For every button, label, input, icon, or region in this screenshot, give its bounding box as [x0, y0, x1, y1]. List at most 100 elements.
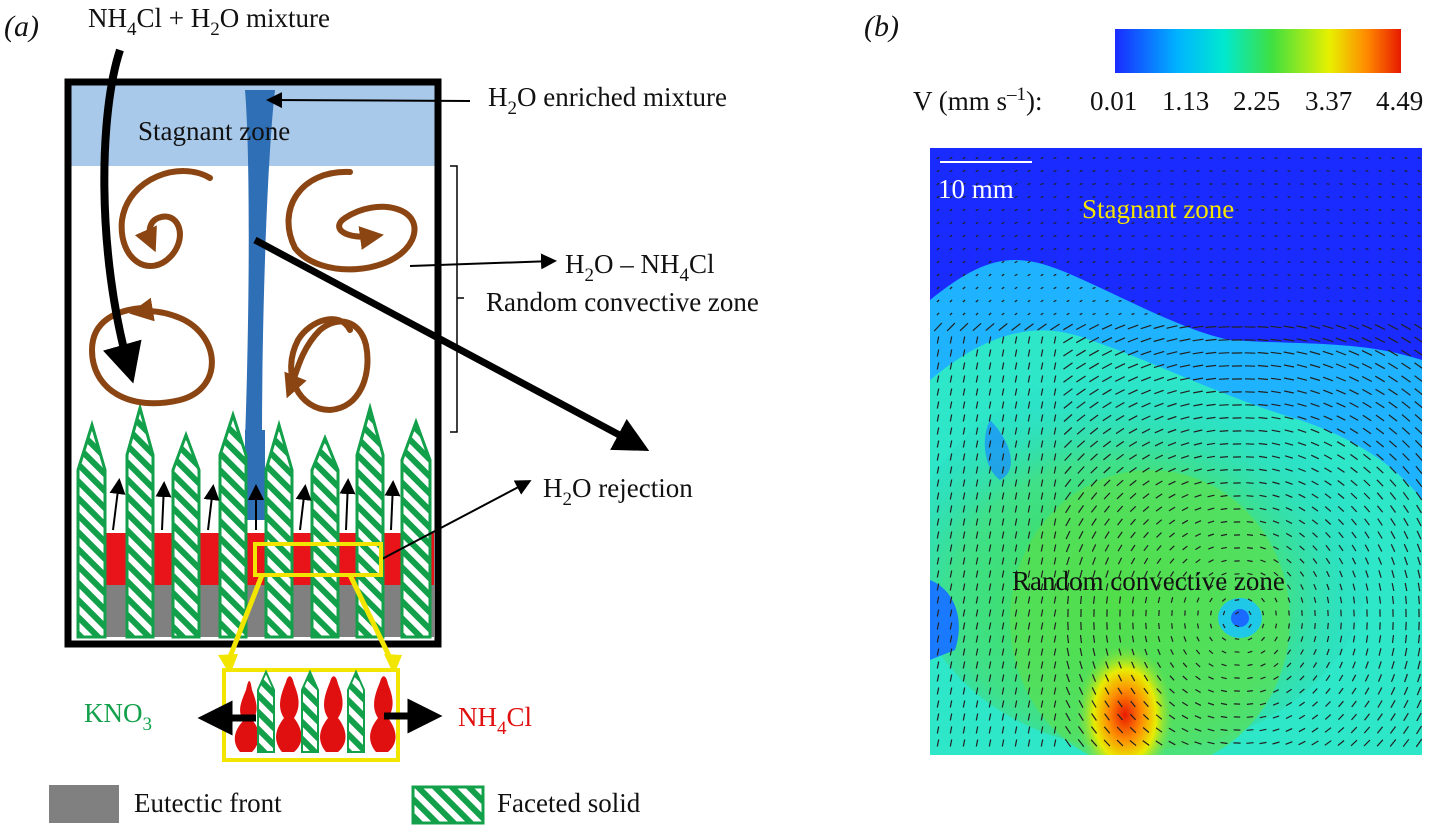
velocity-vector — [962, 557, 966, 565]
velocity-vector — [1206, 390, 1216, 394]
velocity-vector — [1142, 518, 1150, 526]
velocity-vector — [1404, 182, 1408, 186]
velocity-vector — [1143, 700, 1149, 708]
velocity-vector — [1027, 349, 1031, 357]
velocity-vector — [1309, 338, 1321, 342]
velocity-vector — [1183, 313, 1187, 315]
velocity-vector — [962, 247, 966, 251]
velocity-vector — [1376, 492, 1384, 500]
velocity-vector — [1014, 635, 1018, 643]
velocity-vector — [975, 427, 979, 435]
velocity-vector — [1338, 700, 1344, 708]
velocity-vector — [1089, 414, 1099, 422]
velocity-vector — [975, 156, 979, 160]
velocity-vector — [1169, 532, 1175, 538]
velocity-vector — [1400, 349, 1412, 357]
velocity-vector — [1390, 544, 1396, 552]
velocity-vector — [1259, 520, 1267, 524]
velocity-vector — [975, 466, 979, 474]
velocity-vector — [1001, 661, 1005, 669]
velocity-vector — [988, 687, 992, 695]
velocity-vector — [1404, 569, 1408, 579]
velocity-vector — [1144, 596, 1148, 604]
velocity-vector — [1169, 701, 1175, 707]
velocity-vector — [1066, 208, 1070, 212]
velocity-vector — [1299, 545, 1305, 551]
velocity-vector — [988, 440, 992, 448]
velocity-vector — [1195, 649, 1201, 655]
velocity-vector — [1040, 401, 1044, 409]
velocity-vector — [1027, 531, 1031, 539]
velocity-vector — [975, 299, 979, 303]
velocity-vector — [1402, 453, 1410, 461]
velocity-vector — [1375, 427, 1385, 435]
velocity-vector — [1040, 208, 1044, 212]
velocity-vector — [1040, 388, 1044, 396]
velocity-vector — [1313, 274, 1317, 276]
velocity-vector — [1066, 312, 1070, 316]
velocity-vector — [1105, 208, 1109, 212]
velocity-vector — [1361, 337, 1373, 343]
velocity-vector — [1365, 260, 1369, 264]
velocity-vector — [1014, 583, 1018, 591]
velocity-vector — [1378, 208, 1382, 212]
velocity-vector — [1378, 299, 1382, 303]
velocity-vector — [1417, 169, 1421, 173]
velocity-vector — [1404, 556, 1408, 566]
velocity-vector — [1234, 624, 1240, 628]
velocity-vector — [988, 635, 992, 643]
velocity-vector — [1066, 195, 1070, 199]
velocity-vector — [1365, 570, 1369, 578]
velocity-vector — [1400, 336, 1412, 344]
velocity-vector — [1001, 156, 1005, 160]
velocity-vector — [1389, 466, 1397, 474]
velocity-vector — [1415, 738, 1422, 748]
velocity-vector — [949, 312, 953, 316]
velocity-vector — [975, 570, 979, 578]
velocity-vector — [936, 247, 940, 251]
velocity-vector — [1335, 324, 1347, 330]
velocity-vector — [1079, 247, 1083, 251]
velocity-vector — [1377, 687, 1383, 695]
velocity-vector — [1311, 519, 1319, 525]
velocity-vector — [975, 674, 979, 682]
velocity-vector — [1102, 427, 1112, 435]
velocity-vector — [1144, 570, 1148, 578]
velocity-vector — [1311, 467, 1319, 473]
velocity-vector — [1014, 156, 1018, 160]
velocity-vector — [1271, 442, 1281, 446]
velocity-vector — [1378, 260, 1382, 264]
velocity-vector — [949, 260, 953, 264]
velocity-vector — [1404, 273, 1408, 277]
velocity-vector — [1053, 169, 1057, 173]
velocity-vector — [1351, 713, 1357, 721]
velocity-vector — [1027, 286, 1031, 290]
velocity-vector — [1118, 635, 1122, 643]
velocity-vector — [949, 453, 953, 461]
velocity-vector — [1218, 365, 1230, 367]
velocity-vector — [1339, 196, 1343, 198]
velocity-vector — [1001, 169, 1005, 173]
velocity-vector — [1378, 221, 1382, 225]
velocity-vector — [1288, 610, 1290, 616]
velocity-vector — [1063, 439, 1073, 449]
velocity-vector — [1064, 465, 1072, 475]
velocity-vector — [1078, 530, 1084, 540]
velocity-vector — [1247, 637, 1253, 641]
velocity-vector — [1053, 260, 1057, 264]
velocity-vector — [1001, 674, 1005, 682]
velocity-vector — [1339, 209, 1343, 211]
velocity-vector — [975, 260, 979, 264]
velocity-vector — [1402, 479, 1410, 487]
velocity-vector — [1309, 350, 1321, 356]
velocity-vector — [1145, 622, 1147, 630]
velocity-vector — [936, 739, 940, 747]
velocity-vector — [1169, 558, 1175, 564]
velocity-vector — [1092, 221, 1096, 225]
velocity-vector — [962, 260, 966, 264]
velocity-vector — [1118, 299, 1122, 303]
velocity-vector — [975, 388, 979, 396]
velocity-vector — [1053, 622, 1057, 630]
velocity-vector — [1040, 156, 1044, 160]
velocity-vector — [949, 557, 953, 565]
